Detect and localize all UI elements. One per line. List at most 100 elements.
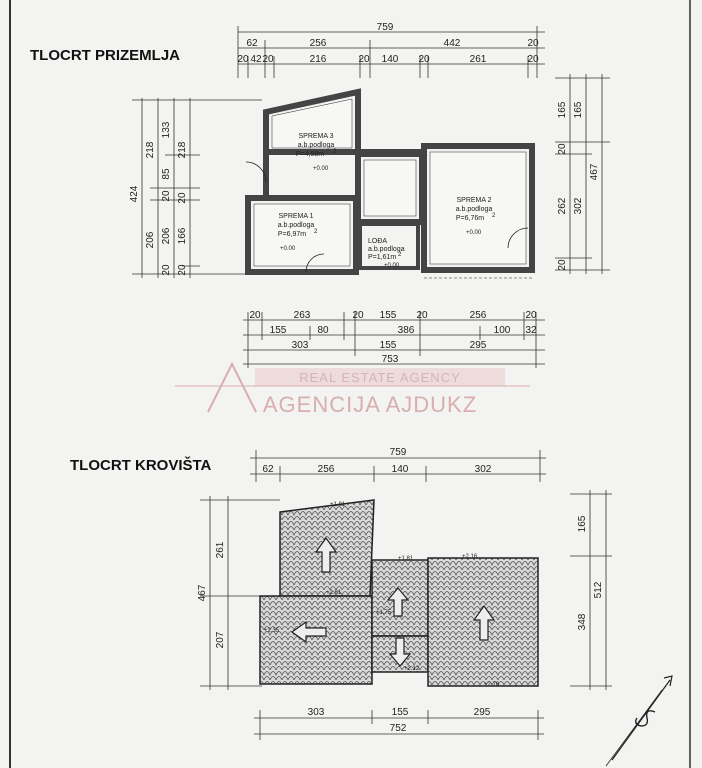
- dim-gb-100: 100: [494, 325, 511, 336]
- dim-gb-155c: 155: [380, 340, 397, 351]
- dim-ground-right-467: 467: [589, 163, 600, 180]
- roof-right-dimensions: [570, 490, 612, 690]
- roof-elev-1: +1.81: [330, 502, 346, 508]
- ground-floor-title: TLOCRT PRIZEMLJA: [30, 47, 180, 64]
- dim-gb-20d: 20: [525, 310, 537, 321]
- room-sprema2-floor: a.b.podloga: [456, 206, 493, 213]
- room-sprema1-floor: a.b.podloga: [278, 222, 315, 229]
- roof-elev-3: +2.16: [462, 554, 478, 560]
- room-sprema2: SPREMA 2 a.b.podloga P=6,76m 2 +0.00: [456, 197, 496, 236]
- dim-ground-140: 140: [382, 54, 399, 65]
- slope-arrow-up-icon: [314, 536, 338, 573]
- roof-plane-w: [259, 595, 373, 685]
- room-loda-elev: +0.00: [384, 263, 400, 269]
- ground-bottom-dimensions: [243, 312, 545, 368]
- room-loda-area-exp: 2: [398, 252, 402, 258]
- dim-gb-256: 256: [470, 310, 487, 321]
- room-sprema2-name: SPREMA 2: [456, 197, 491, 204]
- dim-roof-top-140: 140: [392, 464, 409, 475]
- watermark-line2: AGENCIJA AJDUKZ: [263, 392, 477, 417]
- dim-gb-295: 295: [470, 340, 487, 351]
- dim-ground-left-85: 85: [161, 168, 172, 180]
- dim-roof-bottom-752: 752: [390, 723, 407, 734]
- dim-roof-right-165: 165: [577, 515, 588, 532]
- dim-ground-20d: 20: [418, 54, 430, 65]
- dim-roof-bottom-303: 303: [308, 707, 325, 718]
- roof-elev-5: +1.75: [376, 610, 392, 616]
- room-sprema1: SPREMA 1 a.b.podloga P=6,97m 2 +0.00: [278, 213, 318, 252]
- roof-elev-7: +2.12: [404, 666, 420, 672]
- slope-arrow-up-east-icon: [472, 604, 496, 641]
- roof-bottom-dimensions: [254, 710, 544, 740]
- dim-roof-left-207: 207: [215, 631, 226, 648]
- dim-gb-80: 80: [317, 325, 329, 336]
- dim-roof-right-348: 348: [577, 613, 588, 630]
- dim-ground-left-218b: 218: [177, 141, 188, 158]
- dim-ground-left-218: 218: [145, 141, 156, 158]
- roof-elev-2: +1.81: [398, 556, 414, 562]
- room-loda-name: LOĐA: [368, 238, 387, 245]
- dim-roof-top-759: 759: [390, 447, 407, 458]
- room-sprema2-area-exp: 2: [492, 213, 496, 219]
- roof-plan-title: TLOCRT KROVIŠTA: [70, 456, 212, 474]
- dim-ground-left-166: 166: [177, 227, 188, 244]
- dim-ground-261: 261: [470, 54, 487, 65]
- dim-ground-left-20a: 20: [161, 190, 172, 202]
- dim-gb-20c: 20: [416, 310, 428, 321]
- dim-roof-top-256: 256: [318, 464, 335, 475]
- room-sprema1-name: SPREMA 1: [278, 213, 313, 220]
- roof-elev-4: +2.81: [326, 590, 342, 596]
- slope-arrow-down-icon: [388, 637, 412, 667]
- room-sprema3-floor: a.b.podloga: [298, 142, 335, 149]
- room-sprema3-name: SPREMA 3: [298, 133, 333, 140]
- ground-left-dimensions: [132, 98, 262, 278]
- roof-left-dimensions: [200, 496, 280, 690]
- room-sprema3-area-exp: 2: [333, 149, 337, 155]
- dim-ground-left-206b: 206: [161, 227, 172, 244]
- dim-ground-right-20b: 20: [557, 259, 568, 271]
- room-sprema3-elev: +0.00: [313, 166, 329, 172]
- dim-ground-top-total: 759: [377, 22, 394, 33]
- dim-ground-left-206: 206: [145, 231, 156, 248]
- slope-arrow-left-icon: [290, 620, 327, 644]
- ground-top-dimensions: [237, 26, 545, 78]
- dim-ground-left-20d: 20: [177, 264, 188, 276]
- dim-ground-left-20c: 20: [177, 192, 188, 204]
- room-sprema1-elev: +0.00: [280, 246, 296, 252]
- dim-roof-top-302: 302: [475, 464, 492, 475]
- dim-roof-left-467: 467: [197, 584, 208, 601]
- north-arrow-icon: [605, 675, 673, 767]
- dim-gb-386: 386: [398, 325, 415, 336]
- dim-ground-right-165: 165: [557, 101, 568, 118]
- watermark-line1: REAL ESTATE AGENCY: [299, 370, 461, 385]
- roof-slope-arrows: [290, 536, 496, 667]
- ground-floor-plan: [245, 88, 535, 279]
- room-sprema2-elev: +0.00: [466, 230, 482, 236]
- room-sprema1-area-exp: 2: [314, 229, 318, 235]
- dim-ground-left-424: 424: [129, 185, 140, 202]
- dim-ground-right-20a: 20: [557, 143, 568, 155]
- ground-right-dimensions: [555, 74, 610, 274]
- dim-roof-bottom-295: 295: [474, 707, 491, 718]
- dim-ground-right-262: 262: [557, 197, 568, 214]
- dim-gb-303: 303: [292, 340, 309, 351]
- dim-ground-top-442: 442: [444, 38, 461, 49]
- dim-ground-20e: 20: [527, 54, 539, 65]
- watermark: REAL ESTATE AGENCY AGENCIJA AJDUKZ: [175, 361, 530, 417]
- roof-top-dimensions: [250, 450, 546, 482]
- dim-gb-32: 32: [525, 325, 537, 336]
- dim-ground-right-165b: 165: [573, 101, 584, 118]
- dim-ground-right-302: 302: [573, 197, 584, 214]
- dim-ground-20c: 20: [358, 54, 370, 65]
- dim-gb-753: 753: [382, 354, 399, 365]
- room-sprema2-area: P=6,76m: [456, 215, 484, 222]
- dim-ground-top-20: 20: [527, 38, 539, 49]
- room-sprema3-area: P=4,58m: [296, 151, 324, 158]
- dim-roof-top-62: 62: [262, 464, 274, 475]
- room-loda-floor: a.b.podloga: [368, 246, 405, 253]
- dim-roof-bottom-155: 155: [392, 707, 409, 718]
- dim-roof-right-512: 512: [593, 581, 604, 598]
- dim-ground-42: 42: [250, 54, 262, 65]
